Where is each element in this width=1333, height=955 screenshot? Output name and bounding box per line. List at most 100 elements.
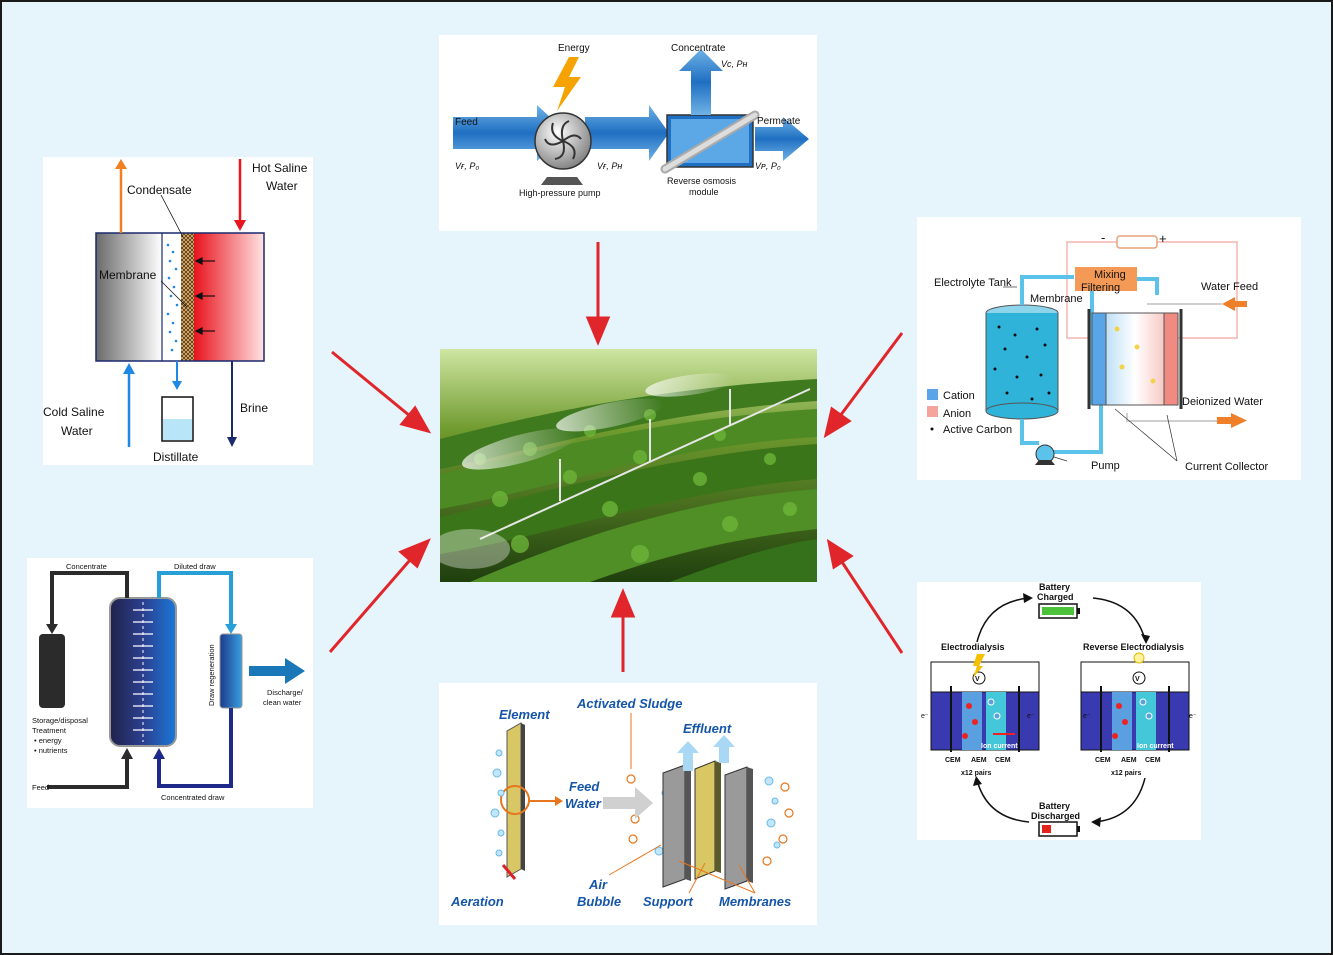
module-label-1: Reverse osmosis: [667, 176, 737, 186]
concentrate-vars: Vᴄ, Pʜ: [721, 59, 748, 69]
discharge-arrow: [249, 658, 305, 684]
concentrate-pipe: [50, 571, 129, 626]
pump-label: Pump: [1091, 460, 1120, 472]
ions: [1114, 326, 1156, 384]
cation-swatch: [927, 389, 938, 400]
effluent-label: Effluent: [683, 721, 732, 736]
irrigation-field-photo: [440, 349, 817, 582]
ed-cell: [930, 654, 1040, 752]
pressurized-flow-arrow: [585, 105, 669, 161]
feed-label: Feed: [569, 779, 600, 794]
ed-cem-label: CEM: [945, 757, 961, 764]
water-spray: [440, 373, 735, 569]
fo-module: [109, 597, 177, 747]
ed-aem-label: AEM: [971, 757, 987, 764]
permeate-label: Permeate: [757, 116, 801, 127]
discharge-label-2: clean water: [263, 698, 302, 707]
membrane-element: [506, 722, 522, 878]
red-aem-label: AEM: [1121, 757, 1137, 764]
cold-saline-label: Cold Saline: [43, 405, 105, 419]
sludge-particles: [626, 774, 794, 866]
sludge-label: Activated Sludge: [576, 696, 682, 711]
membrane-distillation-panel: Condensate Hot Saline Water Membrane Col…: [43, 157, 313, 465]
ed-electron-right: e⁻: [1027, 713, 1035, 720]
storage-tank: [39, 634, 65, 708]
collector-label: Current Collector: [1185, 461, 1268, 473]
vapor-flux-arrows: [194, 257, 215, 335]
permeate-vars: Vᴘ, P₀: [755, 161, 781, 171]
membrane-label: Membrane: [99, 268, 157, 282]
ed-cem-label-2: CEM: [995, 757, 1011, 764]
pressurized-vars: Vғ, Pʜ: [597, 161, 622, 171]
charged-label-2: Charged: [1037, 592, 1074, 602]
electrodialysis-panel: Battery Charged Electrodialysis Reverse …: [917, 582, 1201, 840]
water-feed-label: Water Feed: [1201, 281, 1258, 293]
concentrate-label: Concentrate: [671, 43, 726, 54]
storage-label-2: Treatment: [32, 726, 67, 735]
air-label: Air: [588, 877, 608, 892]
ed-pairs-label: x12 pairs: [961, 770, 991, 777]
membrane-layer: [181, 233, 194, 361]
red-pairs-label: x12 pairs: [1111, 770, 1141, 777]
concentrated-label: Concentrated draw: [161, 793, 225, 802]
storage-label-1: Storage/disposal: [32, 716, 88, 725]
membranes-label: Membranes: [719, 894, 791, 909]
membrane-label: Membrane: [1030, 293, 1083, 305]
ed-title: Electrodialysis: [941, 642, 1005, 652]
charged-label-1: Battery: [1039, 582, 1070, 592]
permeate-arrow: [755, 117, 809, 161]
red-electron-left: e⁻: [1083, 713, 1091, 720]
effluent-arrow-2: [713, 735, 735, 763]
feed-pipe: [47, 756, 129, 789]
concentrate-label: Concentrate: [66, 562, 107, 571]
carbon-particles: [993, 325, 1051, 401]
distillate-beaker: [161, 396, 194, 442]
support-label: Support: [643, 894, 693, 909]
water-label: Water: [565, 796, 602, 811]
hot-water-label: Water: [266, 179, 298, 193]
aeration-pipe: [501, 864, 517, 880]
ed-electron-left: e⁻: [921, 713, 929, 720]
red-voltmeter-label: V: [1135, 676, 1140, 683]
element-label: Element: [499, 707, 550, 722]
deionized-label: Deionized Water: [1182, 396, 1263, 408]
red-title: Reverse Electrodialysis: [1083, 642, 1184, 652]
anion-label: Anion: [943, 408, 971, 420]
storage-label-3: • energy: [34, 736, 62, 745]
aeration-label: Aeration: [450, 894, 504, 909]
energy-label: Energy: [558, 43, 590, 54]
minus-sign: -: [1101, 230, 1105, 245]
mixing-box: [1075, 267, 1137, 291]
bubble-label: Bubble: [577, 894, 621, 909]
storage-label-4: • nutrients: [34, 746, 68, 755]
red-cem-label: CEM: [1095, 757, 1111, 764]
deionized-water-arrow: [1231, 413, 1247, 428]
sprinkler-pipes: [479, 388, 811, 540]
hot-saline-label: Hot Saline: [252, 161, 308, 175]
feed-vars: Vғ, P₀: [455, 161, 479, 171]
red-cell: [1080, 652, 1190, 752]
discharged-label-1: Battery: [1039, 801, 1070, 811]
carbon-label: Active Carbon: [943, 424, 1012, 436]
red-cem-label-2: CEM: [1145, 757, 1161, 764]
cold-chamber: [96, 233, 162, 361]
condensate-label: Condensate: [127, 183, 192, 197]
vapor-dots: [166, 243, 179, 352]
concentrate-arrow: [679, 49, 723, 115]
reverse-osmosis-panel: Energy Concentrate Vᴄ, Pʜ Feed Vғ, P₀ Vғ…: [439, 35, 817, 231]
ed-voltmeter-label: V: [975, 676, 980, 683]
draw-regeneration-unit: [219, 633, 243, 709]
feed-label: Feed: [455, 117, 478, 128]
plus-sign: +: [1159, 231, 1167, 246]
red-electron-right: e⁻: [1189, 713, 1197, 720]
module-label-2: module: [689, 187, 719, 197]
electrolyte-tank: [986, 313, 1058, 411]
cation-label: Cation: [943, 390, 975, 402]
pump-label: High-pressure pump: [519, 188, 601, 198]
feed-label: Feed: [32, 783, 49, 792]
ed-ion-current: Ion current: [981, 743, 1018, 750]
hot-chamber: [194, 233, 264, 361]
discharge-label-1: Discharge/: [267, 688, 304, 697]
diluted-label: Diluted draw: [174, 562, 216, 571]
